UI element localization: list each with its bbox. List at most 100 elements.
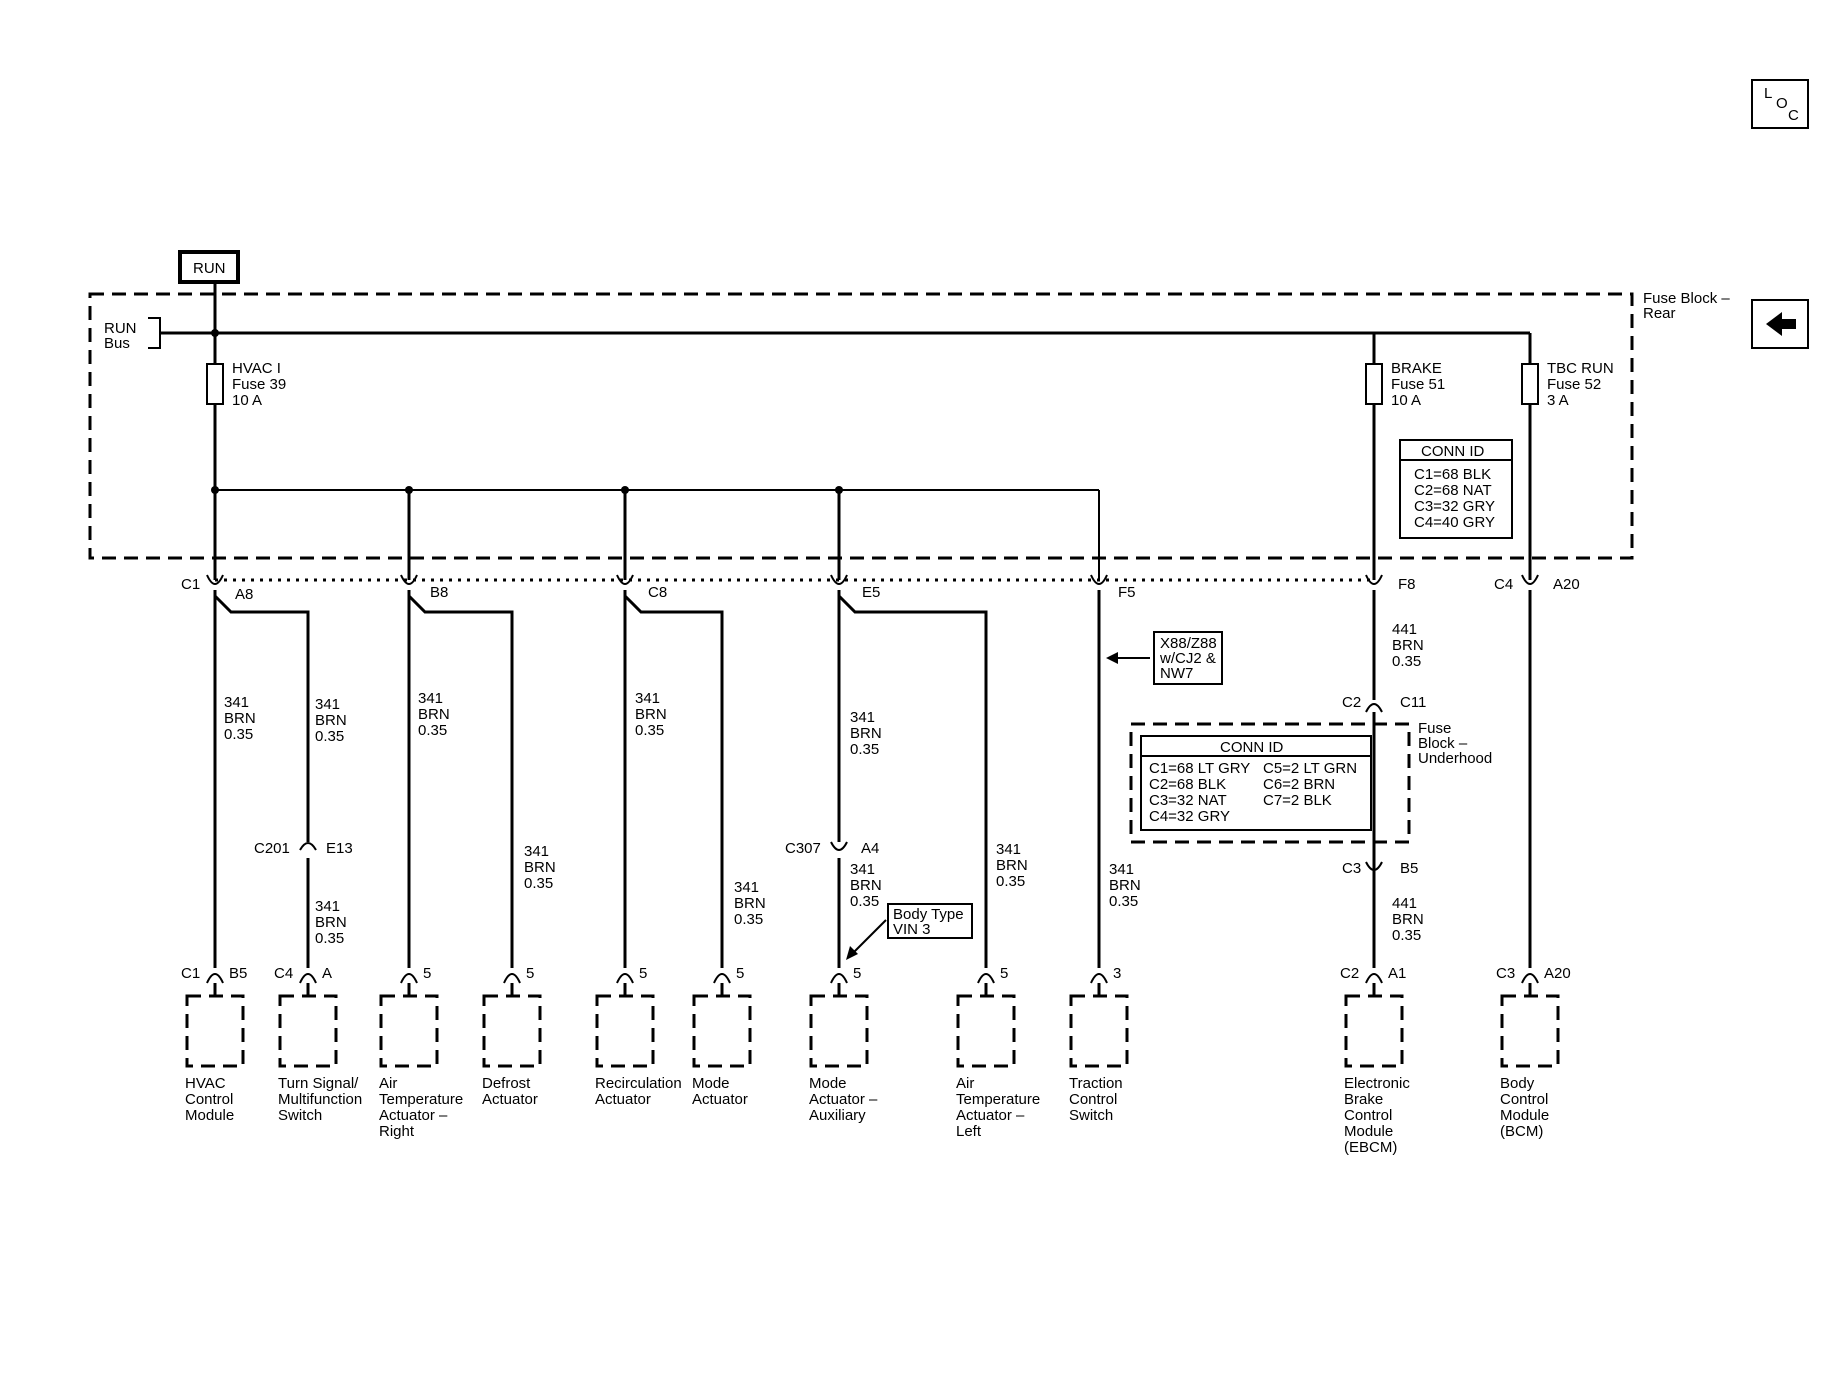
component-label: Module [1500, 1107, 1549, 1124]
component-connector: C4 [274, 965, 293, 982]
component-label: Temperature [379, 1091, 463, 1108]
svg-text:Fuse Block –: Fuse Block – [1643, 290, 1730, 307]
svg-text:0.35: 0.35 [524, 875, 553, 892]
svg-text:Rear: Rear [1643, 305, 1676, 322]
loc-icon[interactable]: L O C [1751, 79, 1809, 129]
svg-text:0.35: 0.35 [224, 726, 253, 743]
component-label: Actuator [595, 1091, 651, 1108]
inline-connector-c201: C201 E13 [254, 840, 353, 857]
fuse-tbc-run: TBC RUN Fuse 52 3 A [1521, 333, 1614, 580]
component-label: Air [379, 1075, 397, 1092]
component-label: Defrost [482, 1075, 531, 1092]
component-label: Mode [809, 1075, 847, 1092]
component-label: Mode [692, 1075, 730, 1092]
component-connector: C3 [1496, 965, 1515, 982]
component-pin: A20 [1544, 965, 1571, 982]
svg-text:CONN ID: CONN ID [1421, 443, 1485, 460]
svg-text:NW7: NW7 [1160, 665, 1193, 682]
svg-text:441: 441 [1392, 621, 1417, 638]
svg-text:0.35: 0.35 [315, 728, 344, 745]
component-label: Brake [1344, 1091, 1383, 1108]
component-label: Actuator [482, 1091, 538, 1108]
back-arrow-icon[interactable] [1751, 299, 1809, 349]
svg-text:RUN: RUN [193, 260, 226, 277]
conn-id-underhood: CONN ID C1=68 LT GRY C2=68 BLK C3=32 NAT… [1140, 735, 1372, 831]
svg-text:A20: A20 [1553, 576, 1580, 593]
svg-text:C3=32 NAT: C3=32 NAT [1149, 792, 1227, 809]
component-label: Recirculation [595, 1075, 682, 1092]
component-label: HVAC [185, 1075, 226, 1092]
component-label: Actuator – [809, 1091, 878, 1108]
svg-text:C4: C4 [1494, 576, 1513, 593]
svg-text:C1=68 LT GRY: C1=68 LT GRY [1149, 760, 1250, 777]
component-pin: 3 [1113, 965, 1121, 982]
svg-text:0.35: 0.35 [850, 893, 879, 910]
svg-text:F5: F5 [1118, 584, 1136, 601]
svg-text:E13: E13 [326, 840, 353, 857]
component-label: Actuator [692, 1091, 748, 1108]
svg-text:C2: C2 [1342, 694, 1361, 711]
svg-text:C307: C307 [785, 840, 821, 857]
svg-text:O: O [1776, 95, 1788, 112]
svg-text:L: L [1764, 85, 1772, 102]
component-pin: A1 [1388, 965, 1406, 982]
svg-text:BRN: BRN [315, 712, 347, 729]
svg-text:CONN ID: CONN ID [1220, 739, 1284, 756]
top-connector-pins: C1 A8 B8 C8 E5 F5 F8 C4 A20 [181, 576, 1580, 603]
svg-text:BRN: BRN [734, 895, 766, 912]
svg-text:C8: C8 [648, 584, 667, 601]
svg-text:C11: C11 [1400, 694, 1426, 711]
svg-text:0.35: 0.35 [635, 722, 664, 739]
component-label: Temperature [956, 1091, 1040, 1108]
svg-text:0.35: 0.35 [1392, 927, 1421, 944]
option-note-x88: X88/Z88 w/CJ2 & NW7 [1106, 631, 1223, 685]
svg-text:BRN: BRN [1109, 877, 1141, 894]
component-pin: 5 [736, 965, 744, 982]
component-label: Left [956, 1123, 982, 1140]
svg-text:HVAC I: HVAC I [232, 360, 281, 377]
svg-text:0.35: 0.35 [734, 911, 763, 928]
svg-text:BRN: BRN [418, 706, 450, 723]
svg-text:BRN: BRN [524, 859, 556, 876]
component-label: Switch [1069, 1107, 1113, 1124]
component-label: Control [1500, 1091, 1548, 1108]
svg-text:F8: F8 [1398, 576, 1416, 593]
svg-text:C: C [1788, 107, 1799, 124]
svg-text:C201: C201 [254, 840, 290, 857]
component-label: Actuator – [956, 1107, 1025, 1124]
svg-text:341: 341 [635, 690, 660, 707]
fuse-block-rear-outline [88, 292, 1634, 560]
svg-text:B5: B5 [1400, 860, 1418, 877]
component-label: (EBCM) [1344, 1139, 1397, 1156]
svg-text:BRN: BRN [996, 857, 1028, 874]
run-bus-label: RUN Bus [104, 317, 161, 352]
component-label: Switch [278, 1107, 322, 1124]
inline-connector-c307: C307 A4 [785, 840, 879, 857]
svg-text:BRAKE: BRAKE [1391, 360, 1442, 377]
conn-id-rear: CONN ID C1=68 BLK C2=68 NAT C3=32 GRY C4… [1399, 439, 1513, 539]
svg-text:341: 341 [224, 694, 249, 711]
svg-text:0.35: 0.35 [315, 930, 344, 947]
svg-text:341: 341 [524, 843, 549, 860]
component-label: Control [185, 1091, 233, 1108]
component-label: Turn Signal/ [278, 1075, 359, 1092]
component-pin: A [322, 965, 332, 982]
component-connector: C2 [1340, 965, 1359, 982]
svg-text:341: 341 [734, 879, 759, 896]
svg-text:0.35: 0.35 [418, 722, 447, 739]
svg-text:BRN: BRN [224, 710, 256, 727]
component-label: Module [1344, 1123, 1393, 1140]
component-label: Traction [1069, 1075, 1123, 1092]
component-label: Multifunction [278, 1091, 362, 1108]
